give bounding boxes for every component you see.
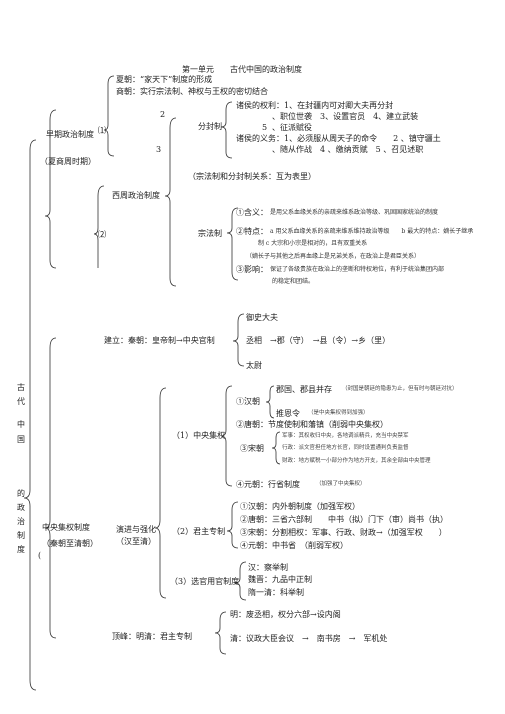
central-paren: ( (38, 551, 42, 560)
fengjian-rights-1: 诸侯的权利：1、在封疆内可对卿大夫再分封 (236, 101, 394, 110)
root-char-8: 制 (17, 531, 25, 540)
early-number-2: ⑵ (98, 230, 106, 239)
jq-song-3: 财政：地方赋税一小部分作为地方开支，其余全部由中央管理 (282, 458, 431, 464)
early-period: （夏商周时期） (40, 157, 96, 166)
jz-song: ③宋朝：分割相权：军事、行政、财政→（加强军权 ） (240, 528, 447, 537)
evolve-label: 演进与强化 (116, 525, 156, 534)
root-char-9: 度 (17, 545, 25, 554)
zongfa-effect-2: 的稳定和团结。 (272, 278, 315, 285)
xg-sui: 隋一清：科举制 (248, 588, 304, 597)
jq-yuan-note: （加强了中央集权） (316, 481, 366, 487)
jq-song-2: 行政：派文官担任地方长官，同时设置通判负责监督 (282, 445, 409, 451)
chengxiang-chain: 丞相 →郡（守） →县（令）→乡（里） (246, 336, 391, 345)
jq-han-label: ①汉朝 (236, 397, 260, 406)
jq-tang: ②唐朝：节度使制和藩镇（削弱中央集权） (236, 420, 388, 429)
xizhou-label: 西周政治制度 (112, 191, 160, 200)
jq-han-2: 推恩令 (276, 409, 300, 418)
zongfa-meaning: 是用父系血缘关系的亲疏来维系政治等级、巩固国家统治的制度 (270, 209, 439, 216)
zongfa-feature-label: ②特点： (236, 227, 268, 236)
taiwei-item: 太尉 (246, 361, 262, 370)
jq-han-1: 郡国、郡县并存 (276, 385, 332, 394)
jq-yuan: ④元朝：行省制度 (236, 480, 300, 489)
fengjian-num-2: 2 (160, 110, 166, 119)
fengjian-duty-2: 、随从作战 4 、缴纳贡赋 5 、召见述职 (272, 145, 424, 154)
zongfa-feature-note: （嫡长子与其他之后再血缘上是兄弟关系，在政治上是君臣关系） (246, 253, 421, 260)
yushi-item: 御史大夫 (246, 313, 278, 322)
early-number-1: ⑴ (98, 126, 106, 135)
xg-wei: 魏晋：九品中正制 (248, 575, 312, 584)
fengjian-num-3: 3 (156, 145, 162, 154)
shang-item: 商朝：实行宗法制、神权与王权的密切结合 (116, 87, 268, 96)
early-label: 早期政治制度 (46, 130, 94, 139)
root-char-6: 政 (17, 503, 25, 512)
jz-label: （2）君主专制 (172, 527, 226, 536)
zongfa-meaning-label: ①含义： (236, 208, 268, 217)
central-establish: 建立：秦朝：皇帝制→中央官制 (104, 336, 215, 345)
jq-han-1-note: （封国是朝廷的隐患为止，但有时与朝廷对抗） (342, 386, 458, 392)
zongfa-effect-label: ③影响： (236, 265, 268, 274)
jq-han-2-note: （是中央集权得到加强） (308, 410, 369, 416)
jz-han: ①汉朝：内外朝制度（加强军权） (240, 502, 360, 511)
fengjian-num-5: 5 (262, 123, 268, 132)
root-char-3: 中 (17, 420, 25, 429)
zongfa-feature-c: 制 c 大宗和小宗是相对的，且有双重关系 (258, 240, 368, 247)
zongfa-effect-1: 保证了各级贵族在政治上的垄断和特权地位，有利于统治集团内部 (270, 266, 445, 273)
fengjian-rights-3: 、征派赋役 (272, 123, 312, 132)
fengjian-zongfa-relation: （宗法制和分封制关系：互为表里） (188, 172, 316, 181)
xg-label: （3）选官用官制度 (170, 577, 240, 586)
central-label: 中央集权制度 (42, 523, 90, 532)
jz-tang: ②唐朝：三省六部制 中书（拟）门下（审）尚书（执） (240, 515, 448, 524)
root-char-4: 国 (17, 435, 25, 444)
jq-song-label: ③宋朝 (240, 444, 264, 453)
zongfa-label: 宗法制 (198, 229, 222, 238)
xia-item: 夏朝：“家天下”制度的形成 (116, 75, 213, 84)
fengjian-label: 分封制 (198, 122, 222, 131)
root-char-2: 代 (17, 397, 25, 406)
xg-han: 汉：察举制 (248, 563, 288, 572)
root-char-1: 古 (17, 383, 25, 392)
jz-yuan: ④元朝：中书省 （削弱军权） (240, 541, 348, 550)
zongfa-feature-a: a 用父系血缘关系的亲疏来维系维持政治等级 b 最大的特点：嫡长子继承 (270, 228, 474, 235)
root-char-7: 治 (17, 517, 25, 526)
jq-song-1: 军事：其权收归中央，各地调派精兵，充当中央禁军 (282, 433, 409, 439)
peak-qing: 清：议政大臣会议 → 南书房 → 军机处 (230, 634, 388, 643)
jq-label: （1）中央集权 (172, 431, 226, 440)
fengjian-duty-1: 诸侯的义务：1、必须服从周天子的命令 2 、镇守疆土 (236, 134, 441, 143)
fengjian-rights-2: 、职位世袭 3、设置官员 4、建立武装 (272, 112, 419, 121)
peak-ming: 明：废丞相，权分六部→设内阁 (230, 610, 341, 619)
root-char-5: 的 (17, 489, 25, 498)
peak-label: 顶峰：明清：君主专制 (112, 632, 192, 641)
evolve-period: （汉至清） (116, 537, 156, 546)
central-period: （秦朝至清朝） (42, 539, 98, 548)
page-title: 第一单元 古代中国的政治制度 (182, 65, 302, 74)
